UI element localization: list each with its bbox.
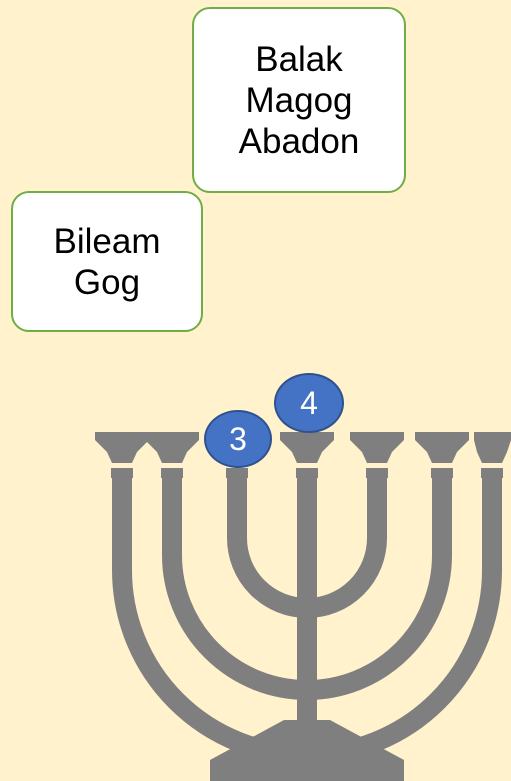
badge-label-4: 4 bbox=[300, 384, 318, 421]
menorah-cup-7 bbox=[474, 432, 511, 478]
menorah-base bbox=[210, 720, 404, 781]
menorah-cup-6 bbox=[415, 432, 469, 478]
text-box-balak-magog-abadon: Balak Magog Abadon bbox=[192, 7, 406, 193]
menorah-stem bbox=[297, 478, 317, 768]
menorah-cup-5 bbox=[350, 432, 404, 478]
text-line-magog: Magog bbox=[245, 80, 353, 120]
number-badge-4: 4 bbox=[274, 373, 344, 433]
menorah-cup-4 bbox=[280, 432, 334, 478]
badge-label-3: 3 bbox=[229, 420, 247, 457]
text-line-abadon: Abadon bbox=[238, 121, 360, 161]
menorah-cup-1 bbox=[95, 432, 149, 478]
text-line-bileam: Bileam bbox=[53, 221, 161, 261]
number-badge-3: 3 bbox=[204, 410, 272, 468]
text-line-gog: Gog bbox=[73, 262, 141, 302]
text-line-balak: Balak bbox=[255, 39, 343, 79]
text-box-bileam-gog: Bileam Gog bbox=[11, 191, 203, 332]
menorah-cup-2 bbox=[145, 432, 199, 478]
